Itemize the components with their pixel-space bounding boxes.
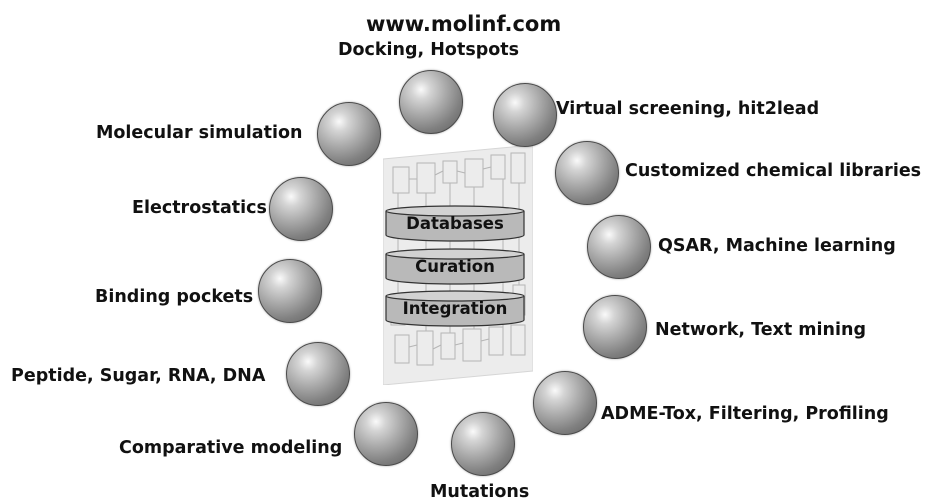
mutations-label: Mutations: [430, 482, 530, 502]
curation-label: Curation: [415, 257, 495, 276]
libraries-sphere: [555, 141, 619, 205]
peptide-label: Peptide, Sugar, RNA, DNA: [11, 366, 266, 386]
integration-label: Integration: [402, 299, 508, 318]
curation-cylinder: Curation: [385, 248, 525, 286]
databases-cylinder: Databases: [385, 205, 525, 243]
binding-label: Binding pockets: [95, 287, 254, 307]
databases-label: Databases: [406, 214, 504, 233]
libraries-label: Customized chemical libraries: [625, 161, 922, 181]
qsar-sphere: [587, 215, 651, 279]
cylinder-shape: [385, 205, 525, 242]
network-label: Network, Text mining: [655, 320, 866, 340]
simulation-label: Molecular simulation: [96, 123, 303, 143]
admet-label: ADME-Tox, Filtering, Profiling: [601, 404, 889, 424]
docking-label: Docking, Hotspots: [338, 40, 520, 60]
comparative-sphere: [354, 402, 418, 466]
admet-sphere: [533, 371, 597, 435]
site-url: www.molinf.com: [366, 12, 562, 36]
qsar-label: QSAR, Machine learning: [658, 236, 896, 256]
peptide-sphere: [286, 342, 350, 406]
simulation-sphere: [317, 102, 381, 166]
electrostatics-sphere: [269, 177, 333, 241]
virtual-screening-label: Virtual screening, hit2lead: [556, 99, 820, 119]
binding-sphere: [258, 259, 322, 323]
cylinder-shape: [385, 248, 525, 285]
cylinder-shape: [385, 290, 525, 327]
integration-cylinder: Integration: [385, 290, 525, 328]
network-sphere: [583, 295, 647, 359]
docking-sphere: [399, 70, 463, 134]
mutations-sphere: [451, 412, 515, 476]
comparative-label: Comparative modeling: [119, 438, 343, 458]
electrostatics-label: Electrostatics: [132, 198, 267, 218]
virtual-screening-sphere: [493, 83, 557, 147]
